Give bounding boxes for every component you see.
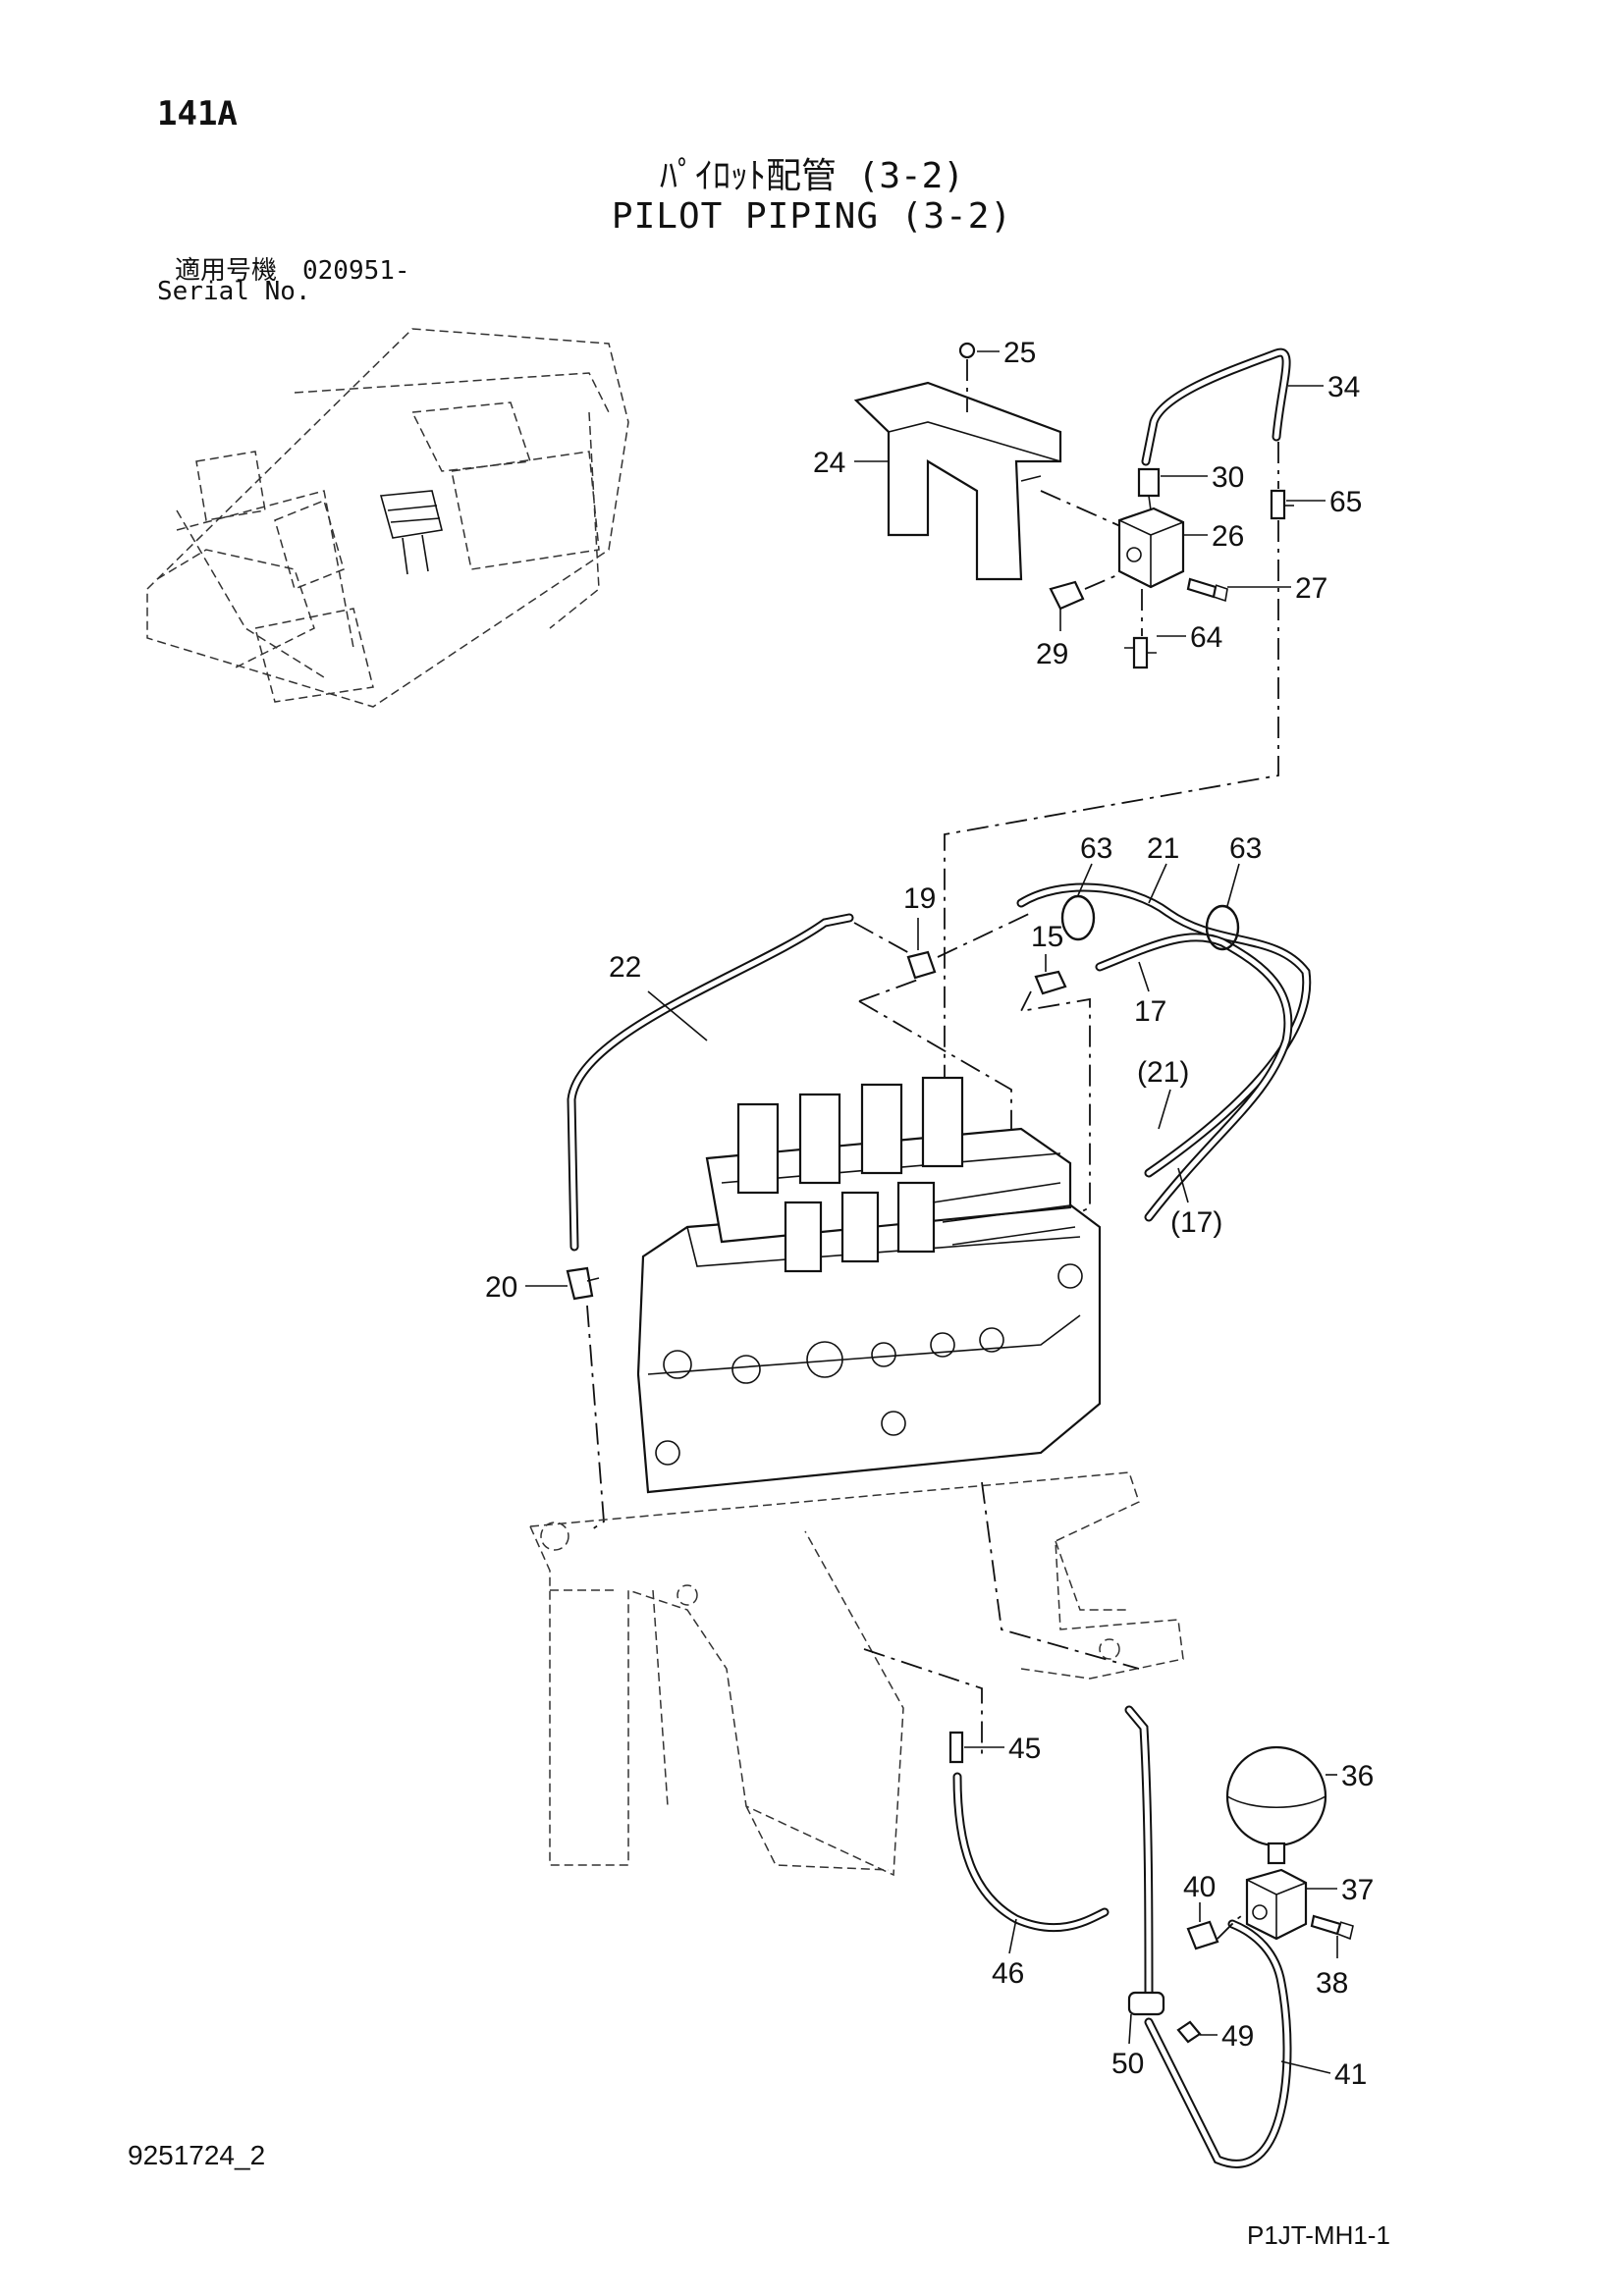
- title-japanese: ﾊﾟｲﾛｯﾄ配管 (3-2): [659, 156, 965, 196]
- control-valve-assembly: [529, 1076, 1184, 1877]
- callout-63-left: 63: [1080, 832, 1112, 865]
- callout-30: 30: [1212, 461, 1244, 494]
- title-english: PILOT PIPING (3-2): [611, 196, 1013, 237]
- serial-label-japanese: 適用号機 020951-: [175, 256, 410, 286]
- callout-37: 37: [1341, 1874, 1374, 1906]
- middle-hose-group: [566, 882, 1312, 1532]
- callout-63-right: 63: [1229, 832, 1262, 865]
- bracket-assembly: [853, 342, 1294, 1080]
- callout-22: 22: [609, 951, 641, 984]
- document-id: 9251724_2: [128, 2140, 266, 2170]
- callout-24: 24: [813, 447, 845, 479]
- callout-17: 17: [1134, 995, 1166, 1028]
- lower-accumulator-group: [863, 1648, 1354, 2168]
- machine-overview-inset: [146, 328, 629, 708]
- callout-49: 49: [1221, 2020, 1254, 2053]
- callout-19: 19: [903, 882, 936, 915]
- callout-25: 25: [1003, 337, 1036, 369]
- callout-29: 29: [1036, 638, 1068, 670]
- callout-21-ref: (21): [1137, 1056, 1189, 1089]
- callout-40: 40: [1183, 1871, 1216, 1903]
- sheet-code: P1JT-MH1-1: [1247, 2220, 1390, 2250]
- callout-36: 36: [1341, 1760, 1374, 1792]
- callout-34: 34: [1327, 371, 1360, 403]
- callout-64: 64: [1190, 621, 1222, 654]
- callout-26: 26: [1212, 520, 1244, 553]
- callout-41: 41: [1334, 2058, 1367, 2091]
- callout-45: 45: [1008, 1733, 1041, 1765]
- page-code: 141A: [157, 94, 238, 133]
- callout-46: 46: [992, 1957, 1024, 1990]
- callout-50: 50: [1111, 2048, 1144, 2080]
- callout-20: 20: [485, 1271, 517, 1304]
- callout-17-ref: (17): [1170, 1206, 1222, 1239]
- serial-label-english: Serial No.: [157, 277, 311, 306]
- callouts: 25 34 24 30 65 26 27 29 64 63 21 63 19 1…: [485, 337, 1374, 2091]
- callout-15: 15: [1031, 921, 1063, 953]
- callout-65: 65: [1329, 486, 1362, 518]
- callout-38: 38: [1316, 1967, 1348, 2000]
- callout-27: 27: [1295, 572, 1327, 605]
- callout-21: 21: [1147, 832, 1179, 865]
